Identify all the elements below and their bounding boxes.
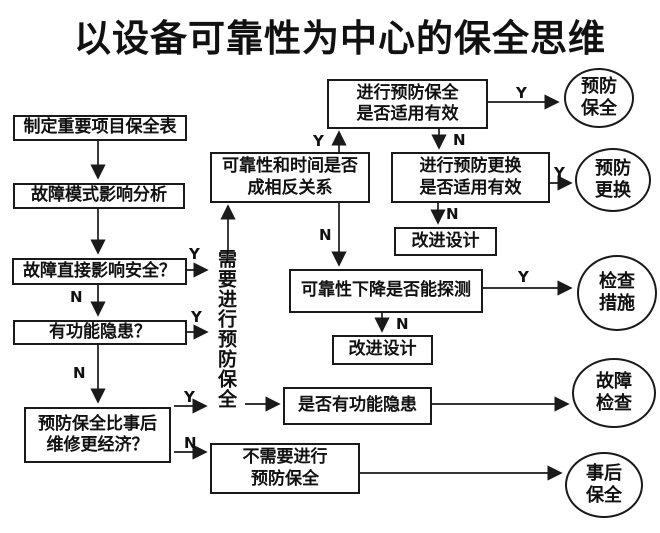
terminal-preventive-maintenance: 预防 保全 xyxy=(564,68,634,128)
box-reliability-time: 可靠性和时间是否 成相反关系 xyxy=(210,152,370,203)
label-reltime-no: N xyxy=(319,226,332,244)
label-economic-no: N xyxy=(184,434,197,452)
label-hidden-yes: Y xyxy=(191,308,202,326)
box-hidden-question: 有功能隐患？ xyxy=(13,320,187,345)
label-economic-yes: Y xyxy=(184,388,195,406)
label-safety-no: N xyxy=(70,288,83,306)
label-reltime-yes: Y xyxy=(313,132,324,150)
box-economic-question: 预防保全比事后 维修更经济？ xyxy=(24,407,171,463)
diagram-title: 以设备可靠性为中心的保全思维 xyxy=(74,16,606,60)
box-pm-effective: 进行预防保全 是否适用有效 xyxy=(327,79,488,129)
terminal-breakdown-maintenance: 事后 保全 xyxy=(565,452,643,518)
label-pr-no: N xyxy=(446,205,459,223)
terminal-failure-inspection: 故障 检查 xyxy=(572,358,656,428)
box-improve-design-1: 改进设计 xyxy=(394,227,497,256)
vertical-note-need-pm: 需要进行预防保全 xyxy=(215,249,237,409)
box-pr-effective: 进行预防更换 是否适用有效 xyxy=(391,152,550,203)
box-no-pm-needed: 不需要进行 预防保全 xyxy=(210,443,360,494)
terminal-preventive-replacement: 预防 更换 xyxy=(575,148,651,212)
box-detect-question: 可靠性下降是否能探测 xyxy=(289,269,483,313)
box-fmea: 故障模式影响分析 xyxy=(13,183,185,209)
terminal-inspection-measures: 检查 措施 xyxy=(577,255,657,331)
label-detect-yes: Y xyxy=(518,268,529,286)
box-improve-design-2: 改进设计 xyxy=(332,335,433,365)
label-safety-yes: Y xyxy=(189,245,200,263)
box-functional-hidden: 是否有功能隐患 xyxy=(283,387,432,425)
box-plan-table: 制定重要项目保全表 xyxy=(13,115,187,141)
label-pm-yes: Y xyxy=(516,84,527,102)
label-pm-no: N xyxy=(453,131,466,149)
box-safety-question: 故障直接影响安全？ xyxy=(12,258,187,285)
label-detect-no: N xyxy=(396,315,409,333)
label-pr-yes: Y xyxy=(554,164,565,182)
label-hidden-no: N xyxy=(73,364,86,382)
